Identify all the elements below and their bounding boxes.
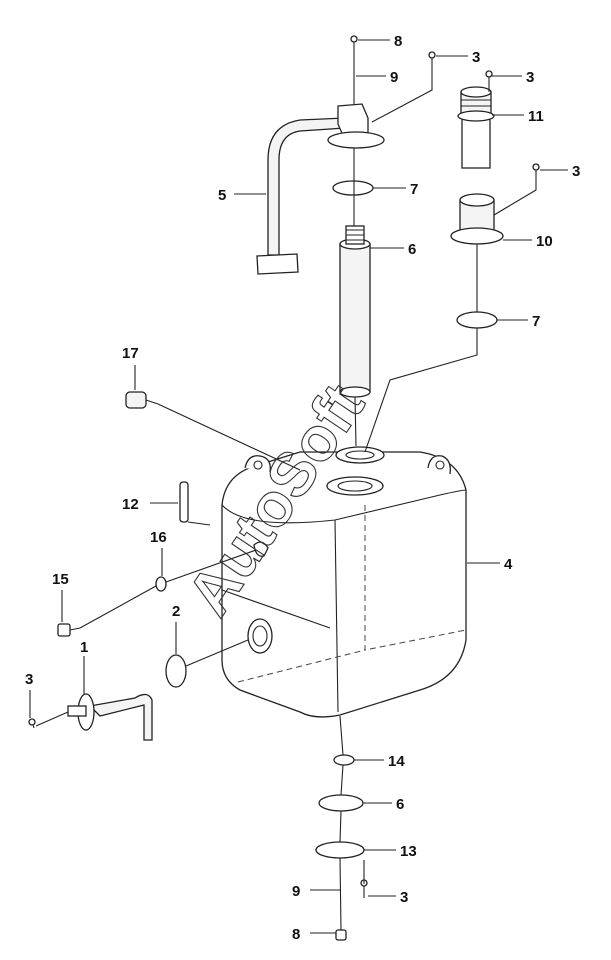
callout-label: 9 xyxy=(292,883,300,900)
cover-13 xyxy=(315,841,365,859)
washer-16 xyxy=(155,576,167,592)
leader-lines xyxy=(29,39,568,934)
callout-label: 14 xyxy=(388,753,405,770)
o-ring-7-upper xyxy=(332,180,374,196)
callout-label: 2 xyxy=(172,603,180,620)
callout-label: 15 xyxy=(52,571,69,588)
callout-label: 10 xyxy=(536,233,553,250)
suction-pipe-1 xyxy=(67,693,153,741)
callout-label: 9 xyxy=(390,69,398,86)
callout-label: 7 xyxy=(410,181,418,198)
callout-label: 3 xyxy=(472,49,480,66)
o-ring-2 xyxy=(165,654,187,688)
callout-label: 17 xyxy=(122,345,139,362)
plug-14 xyxy=(333,754,355,766)
callout-label: 7 xyxy=(532,313,540,330)
callout-label: 4 xyxy=(504,556,513,573)
screws xyxy=(28,35,540,941)
callout-label: 6 xyxy=(396,796,404,813)
bolt-15 xyxy=(57,623,81,637)
plug-17 xyxy=(125,391,159,409)
callout-label: 3 xyxy=(400,889,408,906)
return-pipe xyxy=(256,103,385,275)
o-ring-7-lower xyxy=(456,311,498,329)
callout-label: 13 xyxy=(400,843,417,860)
callout-label: 5 xyxy=(218,187,226,204)
callout-label: 1 xyxy=(80,639,88,656)
callout-labels: 8 9 3 3 11 5 7 3 6 10 7 17 12 16 4 15 2 … xyxy=(25,33,580,943)
callout-label: 6 xyxy=(408,241,416,258)
assembly-lines xyxy=(35,55,537,931)
callout-label: 3 xyxy=(572,163,580,180)
callout-label: 8 xyxy=(394,33,402,50)
pin-12 xyxy=(179,481,189,523)
callout-label: 8 xyxy=(292,926,300,943)
callout-label: 16 xyxy=(150,529,167,546)
filter-element xyxy=(339,225,371,398)
callout-label: 11 xyxy=(528,108,544,125)
o-ring-6-bottom xyxy=(318,794,364,812)
callout-label: 3 xyxy=(25,671,33,688)
breather-cap xyxy=(457,86,495,169)
callout-label: 3 xyxy=(526,69,534,86)
hydraulic-tank xyxy=(221,446,467,718)
breather-adapter xyxy=(450,193,504,245)
callout-label: 12 xyxy=(122,496,139,513)
